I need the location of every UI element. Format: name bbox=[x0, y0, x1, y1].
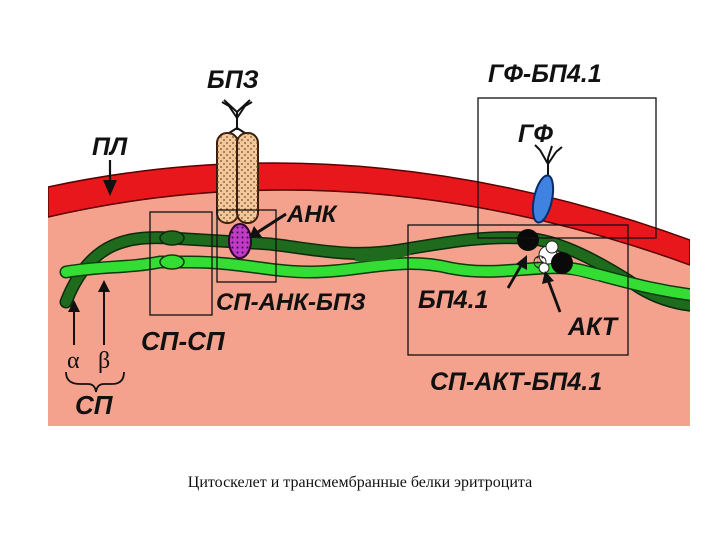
label-sp-akt-bp41: СП-АКТ-БП4.1 bbox=[430, 368, 602, 396]
label-gf-bp41: ГФ-БП4.1 bbox=[488, 60, 602, 88]
label-akt: АКТ bbox=[567, 313, 620, 341]
cytoplasm bbox=[48, 162, 690, 426]
label-alpha: α bbox=[67, 348, 80, 374]
actin-complex bbox=[517, 229, 573, 274]
box-gf-bp41 bbox=[477, 97, 657, 239]
band3-protein bbox=[216, 99, 259, 224]
box-sp-sp bbox=[149, 211, 213, 316]
label-sp-ank-bp3: СП-АНК-БПЗ bbox=[216, 289, 366, 316]
box-sp-ank-bp3 bbox=[216, 209, 277, 283]
spectrin-junction-alpha bbox=[159, 230, 185, 246]
label-sp: СП bbox=[75, 390, 114, 420]
label-pl: ПЛ bbox=[92, 133, 128, 161]
ankyrin-protein bbox=[228, 223, 252, 259]
label-gf: ГФ bbox=[518, 120, 553, 148]
label-sp-sp: СП-СП bbox=[141, 326, 226, 356]
figure-caption: Цитоскелет и трансмембранные белки эритр… bbox=[187, 474, 533, 491]
label-ank: АНК bbox=[286, 201, 339, 228]
glycophorin-protein bbox=[531, 144, 563, 224]
spectrin-junction-beta bbox=[159, 254, 185, 270]
spectrin-brace bbox=[65, 371, 125, 393]
label-beta: β bbox=[98, 348, 110, 374]
label-bp41: БП4.1 bbox=[418, 286, 488, 314]
ank-arrow bbox=[257, 212, 287, 234]
box-sp-akt-bp41 bbox=[407, 224, 629, 356]
label-bp3: БПЗ bbox=[207, 66, 259, 94]
akt-arrow bbox=[546, 279, 562, 313]
